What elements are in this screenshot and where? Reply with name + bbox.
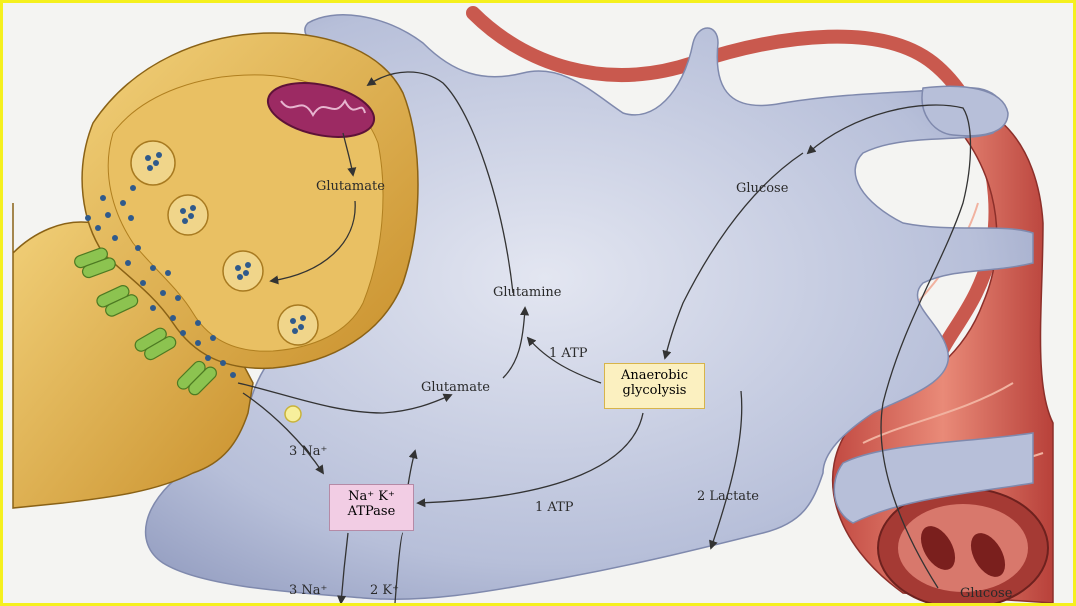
label-glucose-top: Glucose	[736, 182, 788, 196]
label-na-out: 3 Na⁺	[289, 584, 327, 598]
na-k-atpase-box: Na⁺ K⁺ ATPase	[329, 484, 414, 531]
label-glutamine: Glutamine	[493, 286, 561, 300]
label-glutamate-top: Glutamate	[316, 180, 385, 194]
glycolysis-line-1: Anaerobic	[605, 369, 704, 384]
pump-line-1: Na⁺ K⁺	[330, 490, 413, 505]
pump-line-2: ATPase	[330, 505, 413, 520]
label-glutamate-mid: Glutamate	[421, 381, 490, 395]
glutamate-transporter	[285, 406, 301, 422]
label-k-in: 2 K⁺	[370, 584, 399, 598]
label-atp-lower: 1 ATP	[535, 501, 574, 515]
label-na-in: 3 Na⁺	[289, 445, 327, 459]
anaerobic-glycolysis-box: Anaerobic glycolysis	[604, 363, 705, 409]
label-atp-upper: 1 ATP	[549, 347, 588, 361]
label-lactate: 2 Lactate	[697, 490, 759, 504]
label-glucose-bottom: Glucose	[960, 587, 1012, 601]
glycolysis-line-2: glycolysis	[605, 384, 704, 399]
astrocyte-neuron-diagram	[3, 3, 1076, 606]
